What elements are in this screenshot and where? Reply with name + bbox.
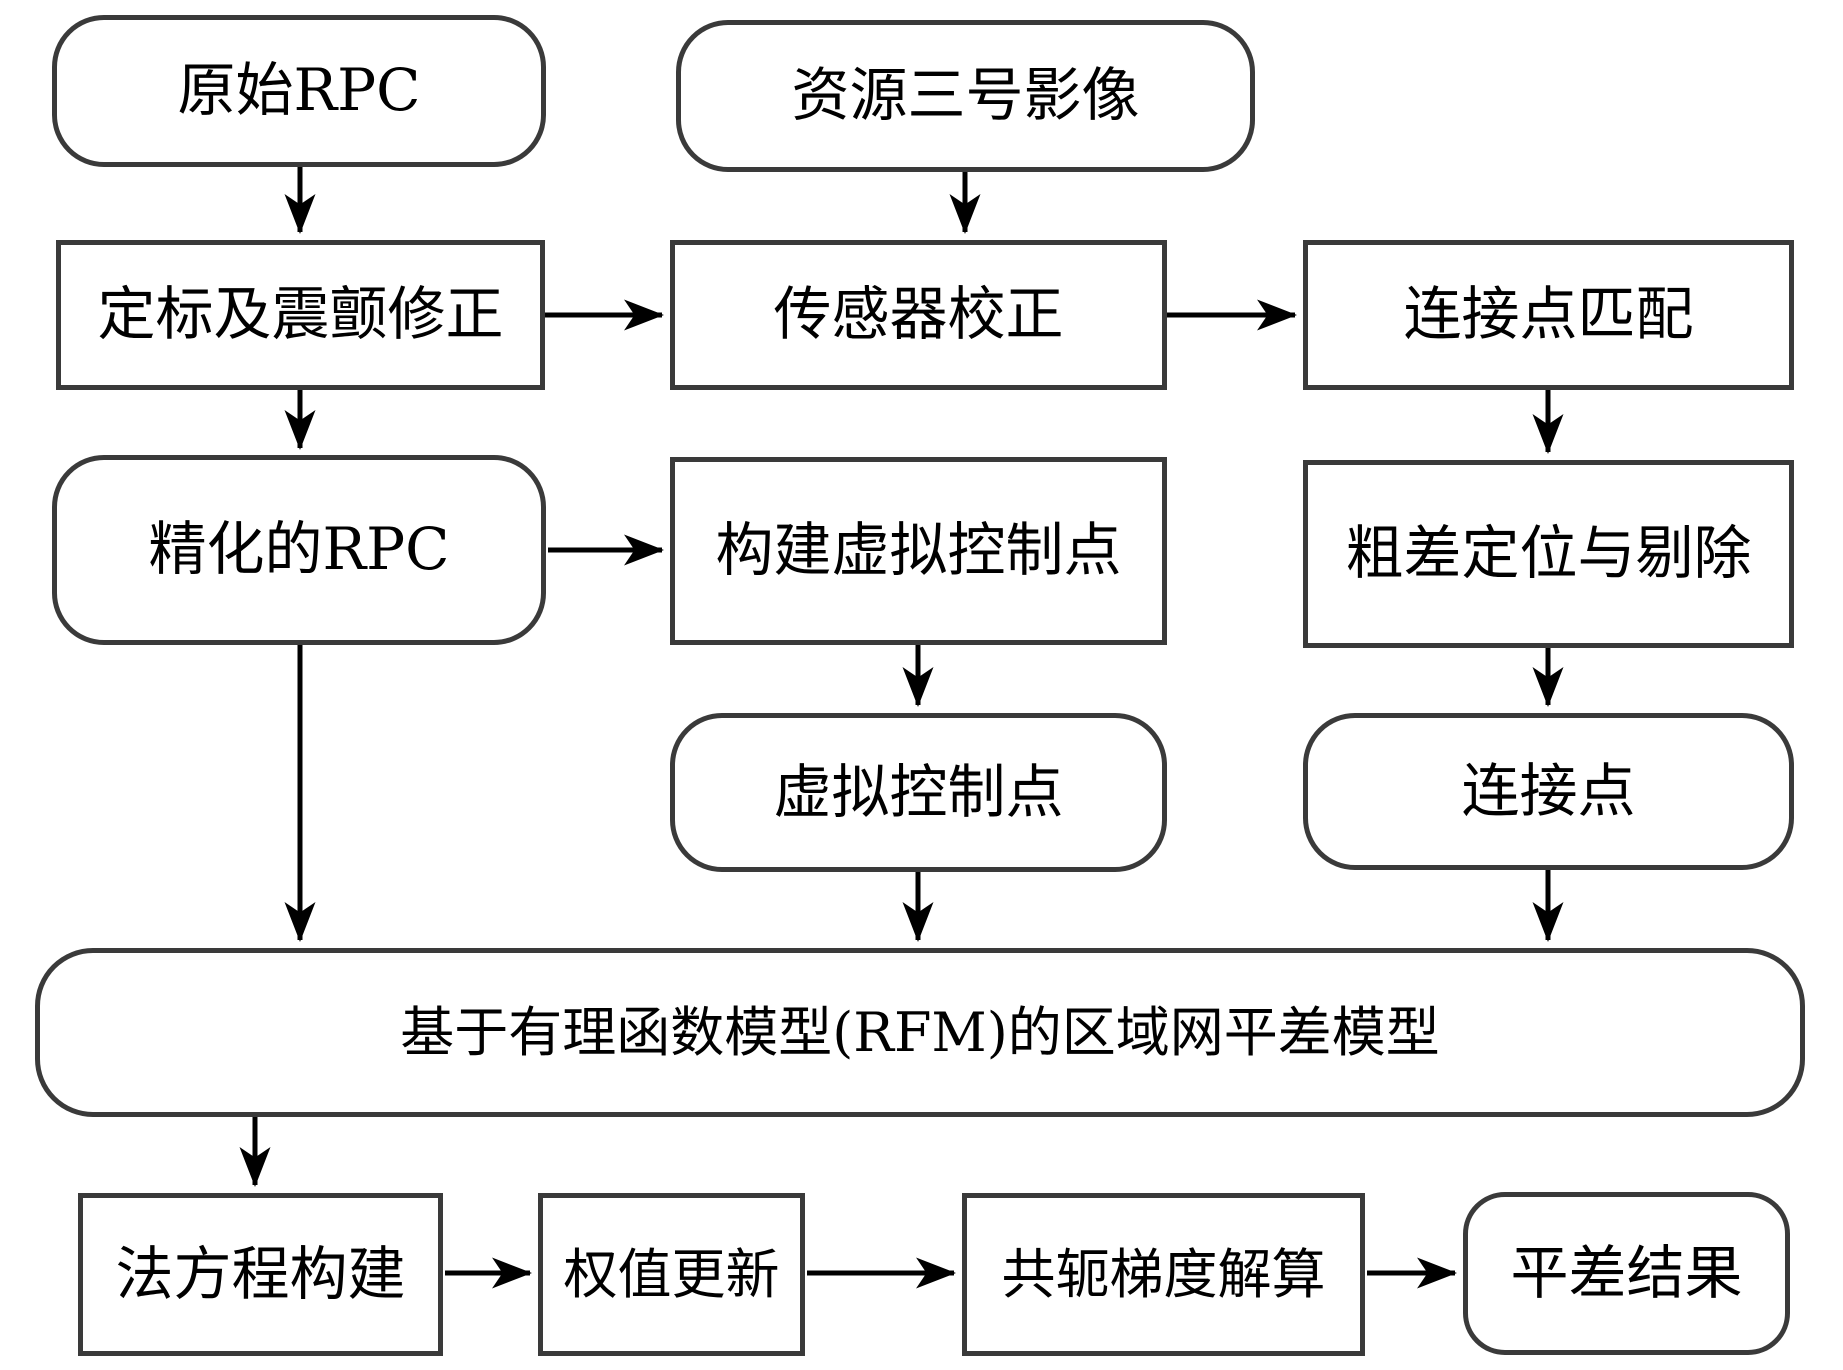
node-build-virtual-control-points: 构建虚拟控制点 xyxy=(670,457,1167,645)
node-weight-update: 权值更新 xyxy=(538,1193,805,1356)
node-conjugate-gradient-solution: 共轭梯度解算 xyxy=(962,1193,1365,1356)
node-calibration-jitter-correction: 定标及震颤修正 xyxy=(56,240,545,390)
node-normal-equation-construction: 法方程构建 xyxy=(78,1193,443,1356)
node-refined-rpc: 精化的RPC xyxy=(52,455,546,645)
node-adjustment-result: 平差结果 xyxy=(1463,1192,1790,1355)
node-zy3-imagery: 资源三号影像 xyxy=(676,20,1255,172)
node-raw-rpc: 原始RPC xyxy=(52,15,546,167)
node-tie-point-matching: 连接点匹配 xyxy=(1303,240,1794,390)
node-gross-error-location-removal: 粗差定位与剔除 xyxy=(1303,460,1794,648)
node-virtual-control-points: 虚拟控制点 xyxy=(670,713,1167,872)
node-sensor-correction: 传感器校正 xyxy=(670,240,1167,390)
node-tie-points: 连接点 xyxy=(1303,713,1794,870)
node-rfm-block-adjustment-model: 基于有理函数模型(RFM)的区域网平差模型 xyxy=(35,948,1805,1117)
